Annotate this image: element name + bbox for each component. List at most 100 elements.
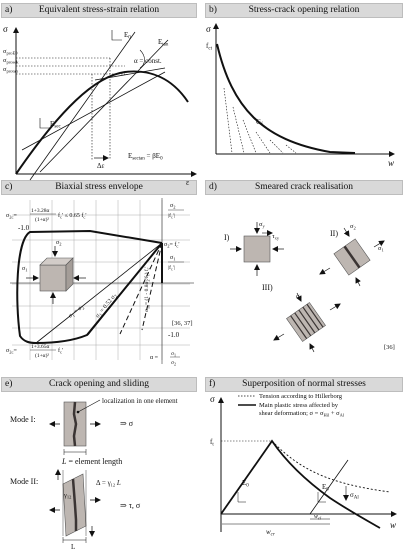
c-sig1-ratio: σ1 — [170, 255, 175, 262]
f-e0-triangle — [237, 492, 246, 503]
panel-c-header: c) Biaxial stress envelope — [1, 180, 197, 195]
a-prosek-label: σprosek — [3, 57, 19, 65]
e-delta: Δ = γ12 L — [96, 479, 121, 488]
panel-b-plot: σ fct Gf w — [206, 23, 395, 168]
c-sig1-label: σ1 — [22, 266, 27, 273]
c-minus1-top: -1.0 — [18, 224, 30, 232]
b-gf-label: Gf — [256, 118, 263, 128]
f-e0-label: E0 — [242, 479, 249, 489]
f-legend-1: Tension according to Hillerborg — [259, 393, 343, 400]
b-fct-label: fct — [206, 42, 213, 52]
f-sigma-label: σ — [210, 394, 215, 404]
b-hatch-2 — [232, 106, 245, 154]
d-element-II — [333, 238, 371, 276]
c-dashed-1 — [141, 242, 163, 331]
a-formula: Esectan = βE0 — [128, 152, 163, 162]
panel-a-label: a) — [5, 5, 13, 15]
panel-c-plot: σ2c= 1+3.28α (1+α)² fc' ≤ 0.65 fc' -1.0 … — [6, 198, 194, 367]
c-top-den: (1+α)² — [35, 216, 49, 223]
c-ratio-den-2: |fc'| — [168, 264, 175, 272]
d-III-arrow-right — [329, 303, 341, 311]
f-main-curve — [220, 439, 381, 529]
panel-e-label: e) — [5, 379, 13, 389]
a-delta-eps-label: Δε — [97, 162, 105, 170]
f-e0b-triangle — [317, 492, 326, 503]
d-sig2b: σ2 — [296, 293, 302, 301]
e-arrow-sigma: ⇒ σ — [120, 419, 134, 428]
panel-c-label: c) — [5, 182, 13, 192]
e-localization-pointer — [77, 399, 101, 413]
a-e0-label: E0 — [124, 31, 131, 41]
panel-f-header: f) Superposition of normal stresses — [205, 377, 403, 392]
c-cube-side — [65, 257, 74, 292]
c-bot-formula: σ2c= — [6, 348, 17, 355]
c-envelope — [16, 229, 163, 345]
panel-b-label: b) — [209, 5, 217, 15]
e-gamma: γ12 — [63, 492, 71, 500]
c-dashed-2 — [119, 242, 163, 335]
panel-d-header: d) Smeared crack realisation — [205, 180, 403, 195]
c-sig2-fc: σ2= fc' — [164, 241, 179, 249]
b-softening-curve — [216, 43, 356, 154]
e-L-label: L= element length — [61, 457, 122, 466]
c-top-formula: σ2c= — [6, 213, 17, 220]
a-proE0-label: σproE0 — [3, 48, 18, 56]
d-II-arrow-tl — [343, 227, 350, 237]
panel-f-title: Superposition of normal stresses — [242, 379, 366, 389]
f-hillerborg-curve — [271, 440, 391, 493]
c-alpha-label: α = — [150, 355, 159, 361]
c-top-ineq: fc' ≤ 0.65 fc' — [58, 212, 86, 220]
d-label-I: I) — [224, 233, 230, 242]
d-III-arrow-bottom — [309, 343, 315, 353]
e-L2-label: L — [71, 543, 75, 550]
a-esec-triangle — [39, 118, 50, 129]
f-wcr-label: wcr — [266, 528, 275, 538]
c-top-num: 1+3.28α — [31, 208, 49, 214]
c-line-052 — [87, 242, 163, 336]
c-ref: [36, 37] — [172, 320, 193, 327]
d-sig-y: σy — [259, 221, 266, 229]
d-sig1: σ1 — [378, 245, 384, 253]
d-sig2: σ2 — [350, 223, 356, 231]
c-sig2-label: σ2 — [56, 240, 61, 247]
a-alpha-arc — [139, 49, 145, 69]
a-e0-line — [29, 31, 136, 181]
c-grid — [12, 200, 190, 360]
c-bot-tail: fc' — [58, 347, 63, 355]
c-bot-num: 1+3.65α — [31, 344, 49, 350]
f-sigAl-label: σAl — [350, 491, 359, 501]
panel-f-plot: Tension according to Hillerborg Main pla… — [210, 393, 397, 538]
f-w-label: w — [390, 520, 396, 530]
d-III-arrow-top — [296, 292, 302, 302]
e-localization-dot — [76, 410, 80, 414]
f-ft-label: ft — [210, 438, 214, 448]
b-hatch-6 — [285, 144, 297, 154]
a-alpha-label: α = const. — [134, 57, 162, 65]
panel-c-title: Biaxial stress envelope — [55, 182, 143, 192]
a-etan-label: Etan — [158, 38, 169, 48]
panel-d-label: d) — [209, 182, 217, 192]
b-sigma-label: σ — [206, 24, 211, 34]
panel-b-title: Stress-crack opening relation — [248, 5, 360, 15]
a-sigma-label: σ — [3, 24, 8, 34]
c-alpha-den: σ2 — [171, 360, 176, 367]
panel-d-plot: I) II) III) σy τxy σ2 σ1 — [224, 221, 395, 353]
panel-b-header: b) Stress-crack opening relation — [205, 3, 403, 18]
c-element-cube — [39, 264, 67, 292]
f-wcl-label: wcl — [314, 514, 322, 521]
d-element-III — [286, 302, 326, 342]
c-sig1-eq-sig2: σ1 = σ2 — [68, 304, 86, 320]
c-minus1-right: -1.0 — [168, 331, 180, 339]
d-II-arrow-br — [355, 277, 361, 287]
panel-a-header: a) Equivalent stress-strain relation — [1, 3, 197, 18]
panel-e-header: e) Crack opening and sliding — [1, 377, 197, 392]
f-legend-2b: shear deformation; σ = σHil + σAl — [259, 410, 345, 418]
panel-e-plot: Mode I: localization in one element ⇒ σ … — [10, 397, 178, 550]
e-mode2: Mode II: — [10, 477, 38, 486]
e-localization: localization in one element — [102, 397, 178, 405]
panel-f-label: f) — [209, 379, 216, 389]
c-alpha-num: σ1 — [171, 351, 176, 358]
b-hatch-3 — [242, 119, 257, 154]
f-legend-2a: Main plastic stress affected by — [259, 402, 339, 409]
